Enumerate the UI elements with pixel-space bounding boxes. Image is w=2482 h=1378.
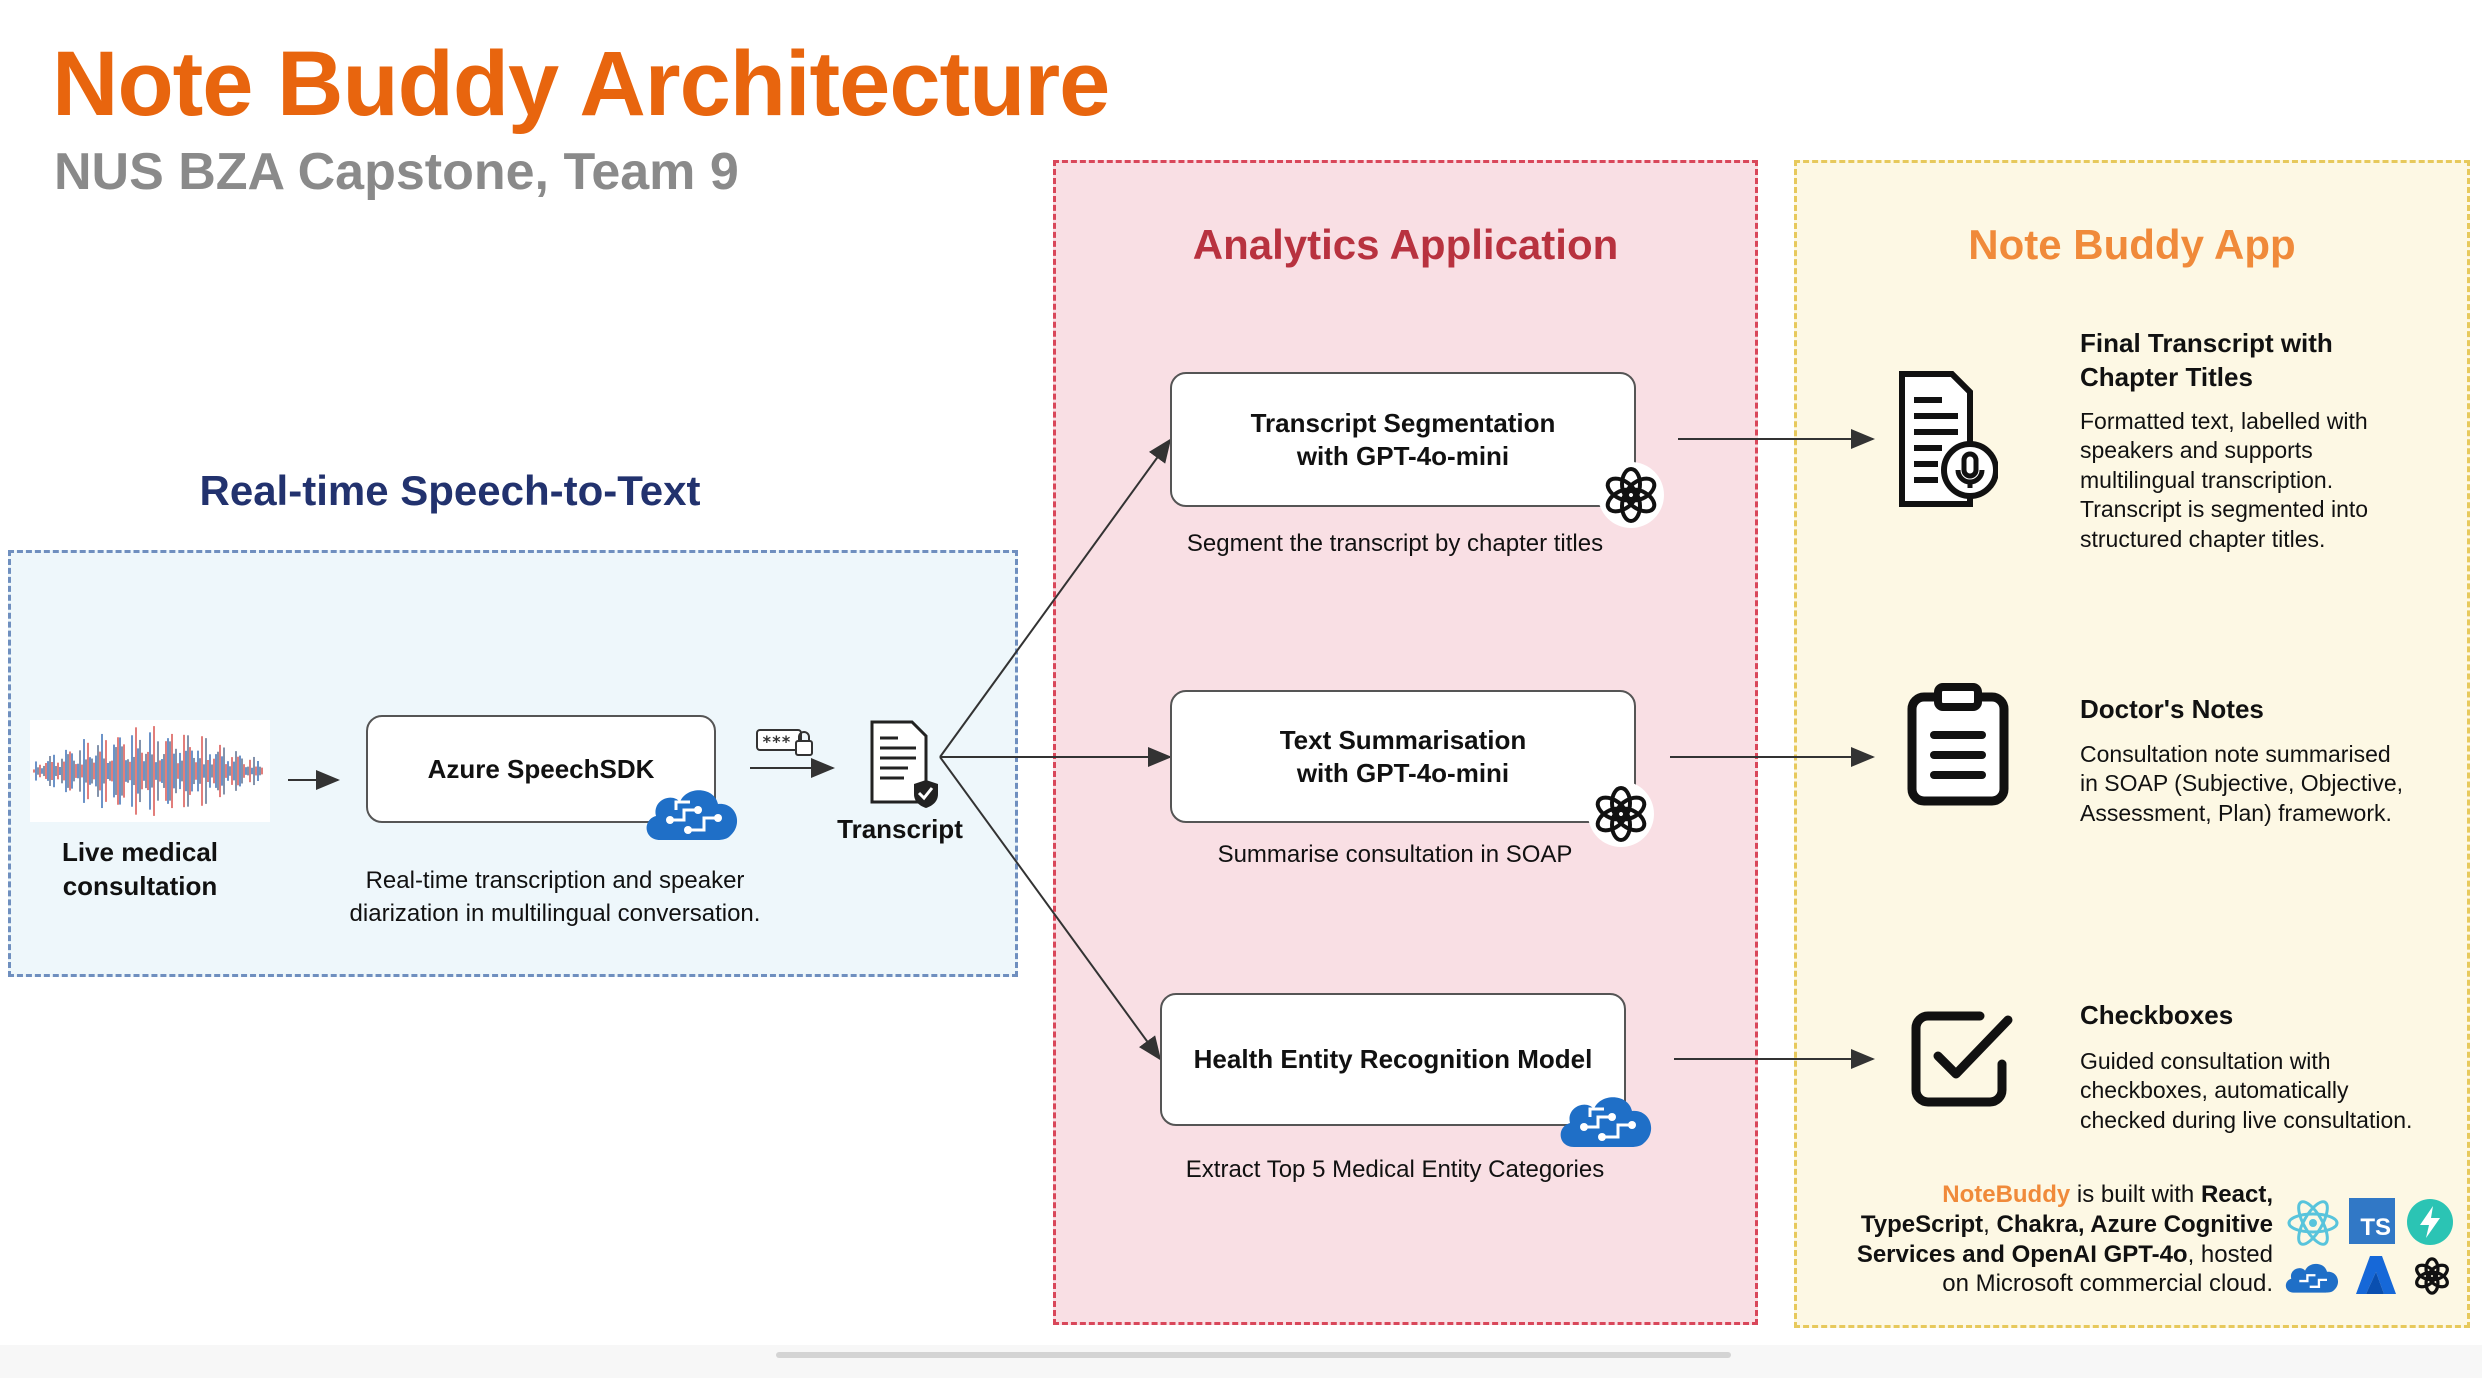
typescript-icon: TS (2349, 1198, 2395, 1244)
openai-icon (2409, 1253, 2455, 1304)
horizontal-scrollbar[interactable] (776, 1352, 1731, 1358)
page-subtitle: NUS BZA Capstone, Team 9 (54, 143, 739, 201)
speechsdk-caption: Real-time transcription and speaker diar… (349, 867, 761, 928)
checkboxes-description: Guided consultation with checkboxes, aut… (2080, 1048, 2413, 1133)
transcript-segmentation-box: Transcript Segmentation with GPT-4o-mini (1170, 372, 1636, 507)
audio-waveform-icon (30, 720, 270, 822)
credits-chakra-azure: Chakra, Azure Cognitive (1996, 1210, 2273, 1238)
typescript-badge-text: TS (2360, 1214, 2391, 1241)
notebuddy-brand: NoteBuddy (1942, 1181, 2071, 1208)
arrow-transcript-to-segmentation (939, 438, 1172, 758)
note-buddy-app-panel (1794, 160, 2470, 1328)
document-microphone-icon (1898, 370, 1999, 515)
final-transcript-title: Final Transcript with Chapter Titles (2080, 328, 2333, 392)
password-mask-text: *** (762, 732, 791, 751)
tech-stack-credits: NoteBuddy is built with React, TypeScrip… (1820, 1180, 2273, 1299)
summarisation-caption: Summarise consultation in SOAP (1217, 841, 1573, 868)
azure-icon (2354, 1254, 2398, 1301)
arrow-transcript-to-entity (939, 756, 1162, 1061)
doctors-notes-title: Doctor's Notes (2080, 694, 2264, 724)
azure-cognitive-icon (2282, 1257, 2342, 1302)
credits-cloud: on Microsoft commercial cloud. (1942, 1270, 2273, 1298)
final-transcript-description: Formatted text, labelled with speakers a… (2080, 408, 2369, 552)
page-title: Note Buddy Architecture (52, 33, 1110, 135)
chakra-icon (2406, 1198, 2454, 1251)
segmentation-caption: Segment the transcript by chapter titles (1186, 530, 1604, 557)
footer-strip (0, 1345, 2482, 1378)
credits-hosted: , hosted (2187, 1240, 2273, 1268)
secure-password-icon: *** (756, 727, 818, 764)
react-icon (2286, 1196, 2340, 1255)
entity-recognition-caption: Extract Top 5 Medical Entity Categories (1185, 1156, 1605, 1183)
openai-icon (1586, 779, 1656, 854)
checkboxes-title: Checkboxes (2080, 1000, 2234, 1030)
clipboard-icon (1906, 683, 2010, 812)
credits-comma: , (1983, 1210, 1997, 1238)
credits-react: React, (2200, 1181, 2273, 1208)
azure-cognitive-icon (640, 780, 744, 851)
azure-cognitive-icon (1554, 1087, 1658, 1158)
health-entity-recognition-box: Health Entity Recognition Model (1160, 993, 1626, 1126)
credits-typescript: TypeScript (1860, 1210, 1984, 1238)
app-section-title: Note Buddy App (1968, 221, 2296, 268)
credits-openai: Services and OpenAI GPT-4o (1856, 1240, 2188, 1268)
live-consultation-label: Live medical consultation (61, 837, 219, 902)
credits-text: is built with (2070, 1181, 2201, 1208)
analytics-section-title: Analytics Application (1192, 221, 1619, 268)
checkbox-icon (1910, 1008, 2014, 1117)
transcript-document-icon (868, 720, 938, 815)
openai-icon (1596, 460, 1666, 535)
speech-section-title: Real-time Speech-to-Text (199, 467, 701, 514)
transcript-label: Transcript (837, 814, 963, 844)
text-summarisation-box: Text Summarisation with GPT-4o-mini (1170, 690, 1636, 823)
doctors-notes-description: Consultation note summarised in SOAP (Su… (2080, 741, 2403, 826)
